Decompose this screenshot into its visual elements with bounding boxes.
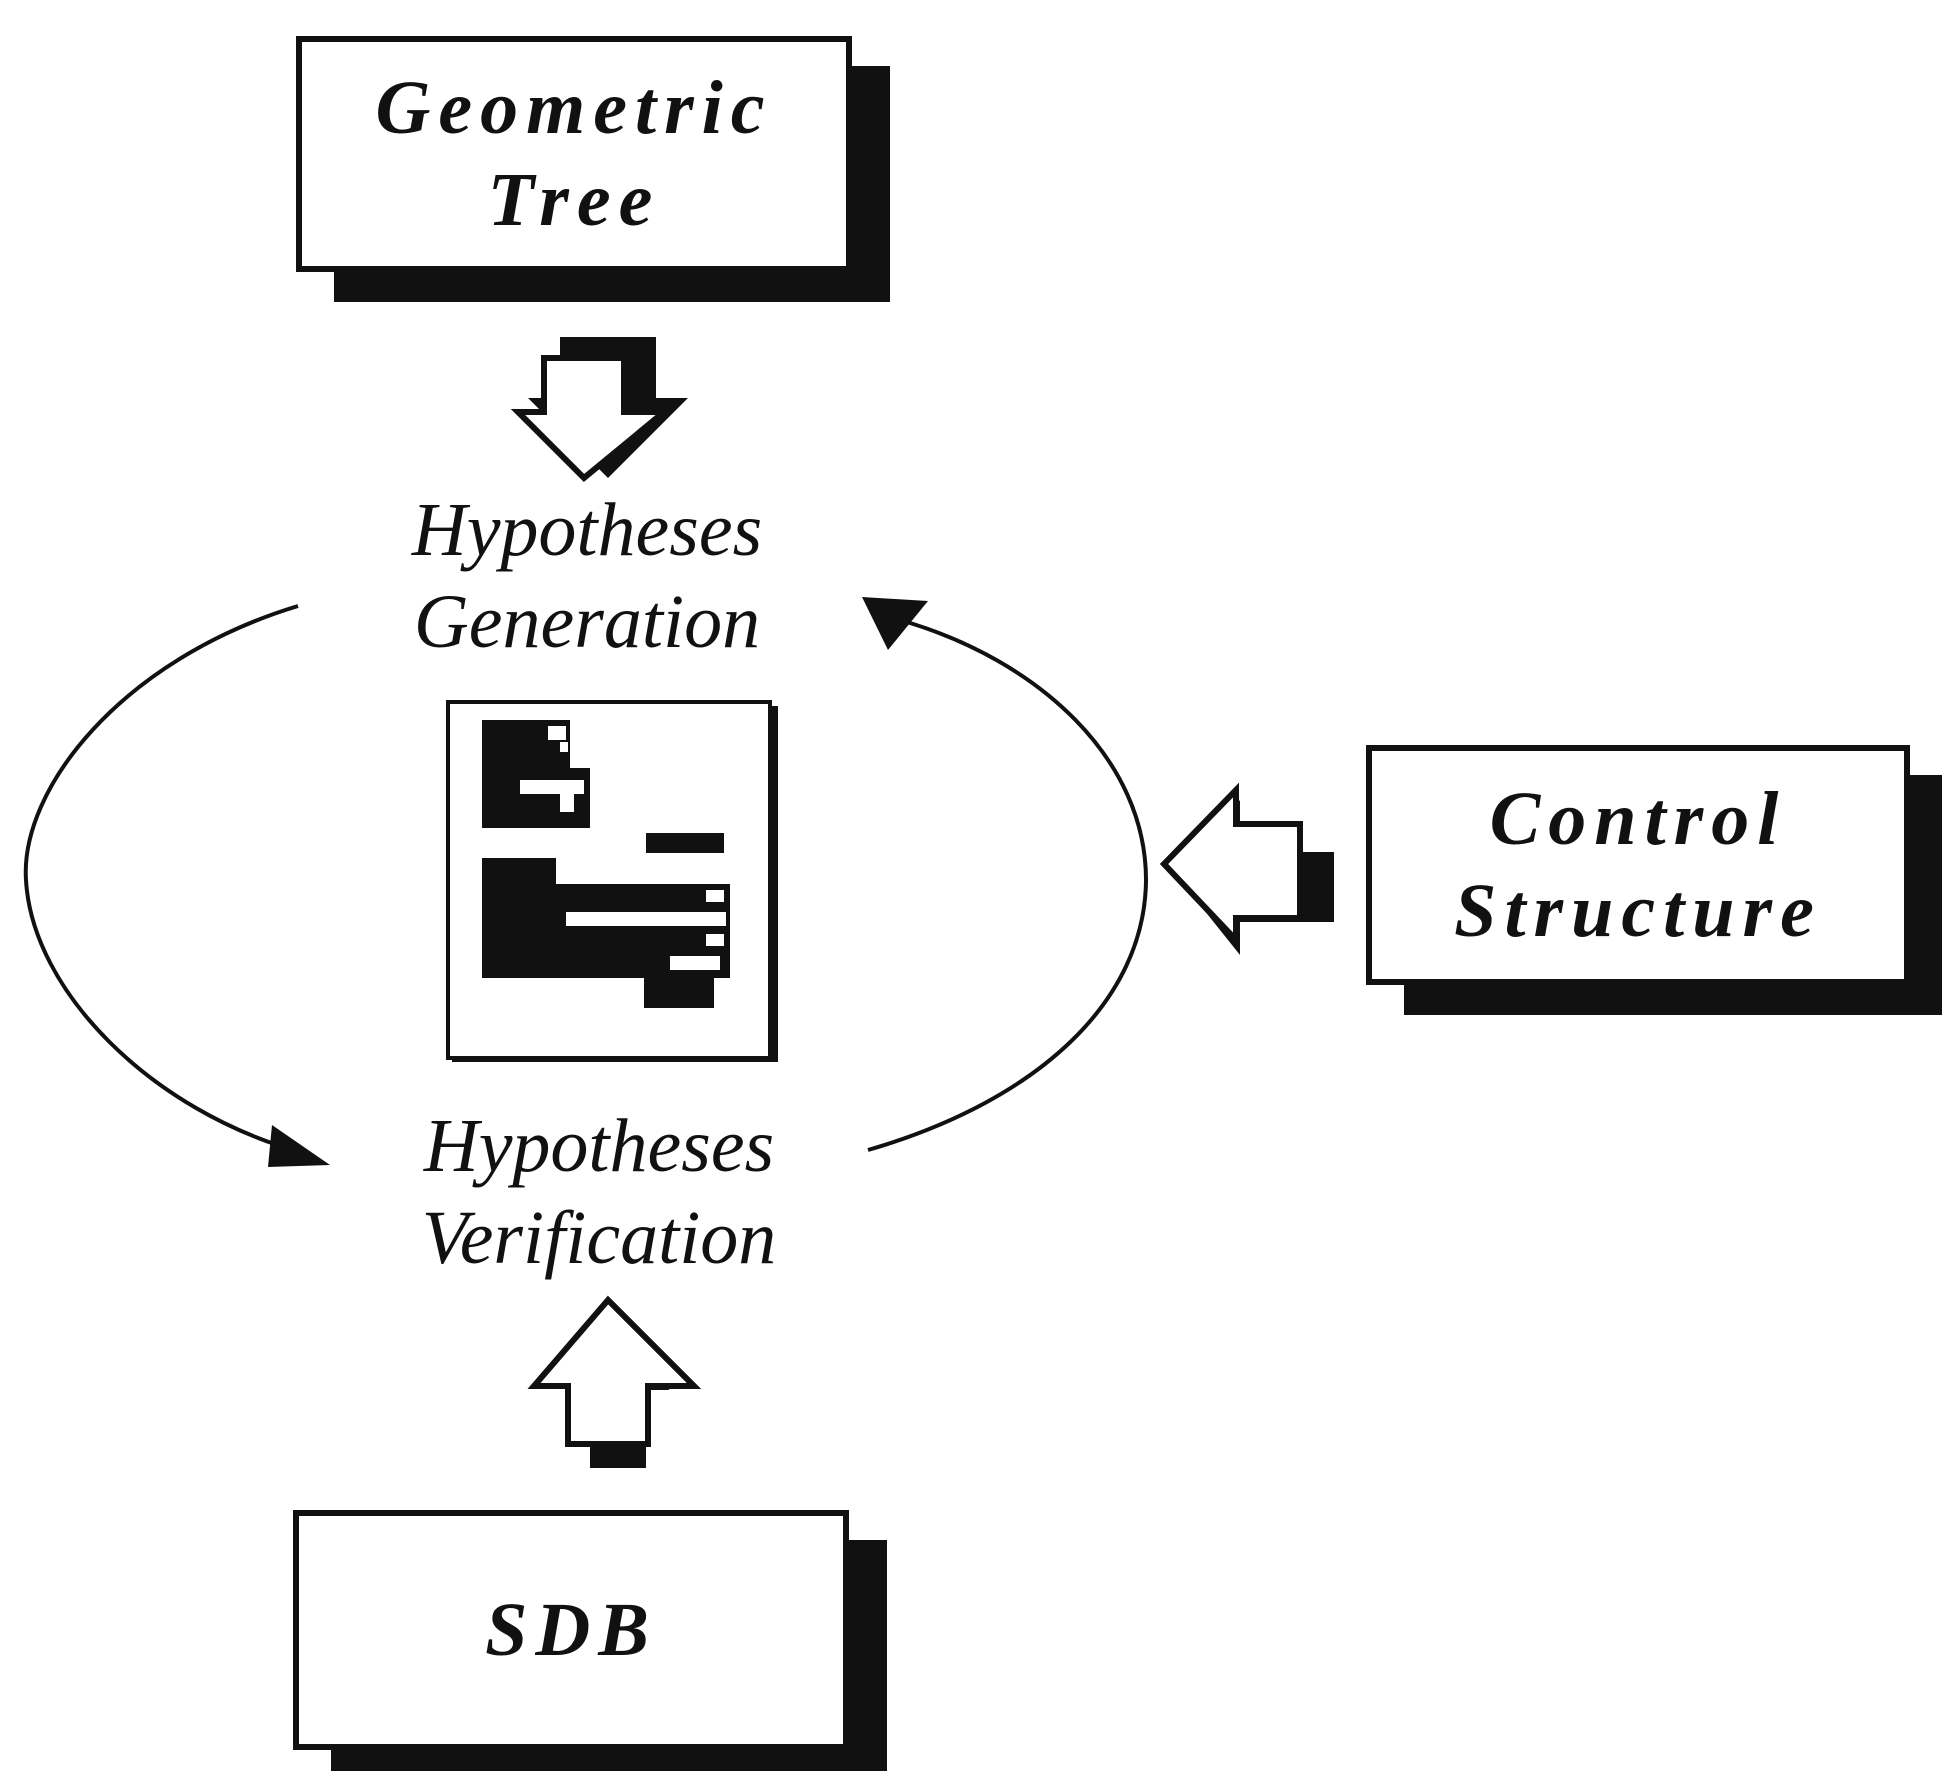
cycle-arrow-generation-to-verification	[23, 604, 301, 1154]
geometric-tree-label-line1: Geometric	[375, 66, 773, 150]
hypotheses-generation-stage: Hypotheses Generation	[307, 484, 867, 668]
geometric-tree-box: Geometric Tree	[296, 36, 852, 272]
block-arrow-left-icon	[1159, 782, 1334, 955]
cycle-arrowhead-right-icon	[862, 597, 928, 650]
cycle-arrow-verification-to-generation	[867, 618, 1149, 1152]
hypotheses-verification-stage: Hypotheses Verification	[319, 1100, 879, 1284]
sdb-box: SDB	[293, 1510, 849, 1750]
cycle-arrowhead-left-icon	[268, 1125, 330, 1167]
block-arrow-up-icon	[527, 1295, 702, 1468]
block-arrow-down-icon	[510, 337, 688, 483]
hypotheses-generation-line2: Generation	[413, 580, 761, 664]
hypotheses-verification-line1: Hypotheses	[423, 1104, 775, 1188]
sdb-label: SDB	[485, 1588, 657, 1672]
control-structure-box: Control Structure	[1366, 745, 1910, 985]
hypotheses-generation-line1: Hypotheses	[411, 488, 763, 572]
geometric-tree-label-line2: Tree	[487, 158, 661, 242]
control-structure-label-line1: Control	[1489, 777, 1787, 861]
hypothesis-thumbnail	[446, 700, 778, 1062]
control-structure-label-line2: Structure	[1454, 869, 1822, 953]
hypotheses-verification-line2: Verification	[421, 1196, 777, 1280]
